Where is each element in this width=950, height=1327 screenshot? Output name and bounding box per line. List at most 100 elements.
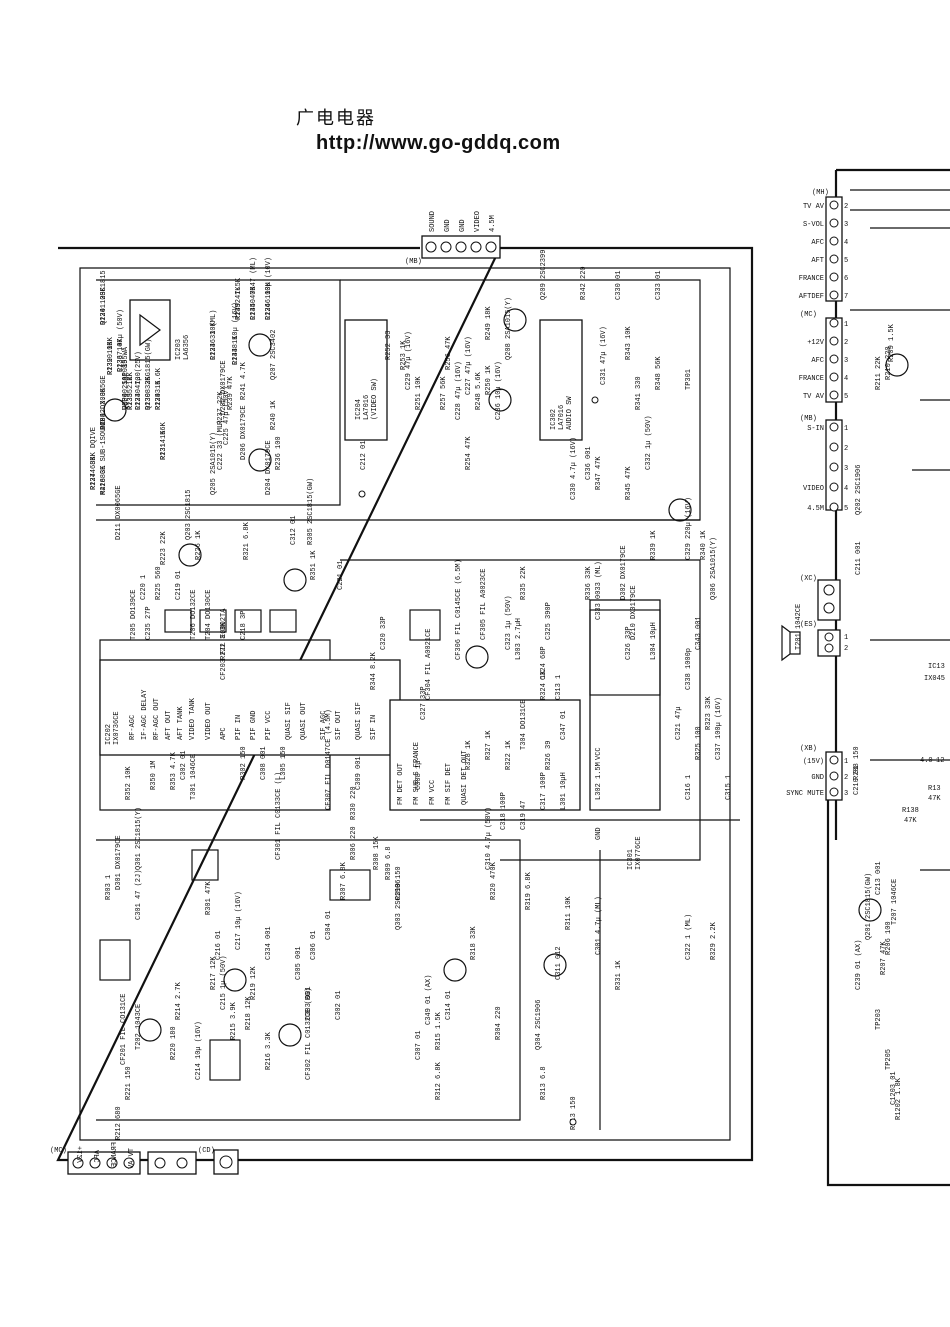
- component-label: R344 8.2K: [370, 651, 378, 690]
- ic-ic302: IC302 LA7016 AUDIO SW: [539, 319, 583, 441]
- component-label: R307 6.8K: [340, 861, 348, 900]
- component-label: R324 1K: [540, 670, 548, 700]
- component-label: R1314 56K: [160, 421, 168, 460]
- transformers: [99, 609, 661, 1081]
- connector-pin[interactable]: [829, 336, 839, 346]
- connector-pin[interactable]: [829, 442, 839, 452]
- component-label: C333 0033 (ML): [595, 561, 603, 620]
- ic202-pin-label: RF-AGC OUT: [153, 698, 161, 740]
- component-label: C326 33P: [625, 626, 633, 660]
- component-label: C313 1: [555, 675, 563, 700]
- connector-pin-label: 4.5M: [807, 505, 824, 513]
- connector-pin-label: S-VOL: [803, 221, 824, 229]
- component-label: R325 100: [695, 726, 703, 760]
- connector-pin-label: AFTDEF: [799, 293, 824, 301]
- connector-pin-number: 2: [844, 445, 848, 453]
- component-label: R241 4.7K: [240, 361, 248, 400]
- mb-top-connector[interactable]: (MB) SOUND GND GND VIDEO 4.5M: [405, 211, 501, 266]
- connector-pin[interactable]: [829, 462, 839, 472]
- component-label: L303 2.7µH: [515, 618, 523, 660]
- ic202-pin-label: SIF IN: [370, 715, 378, 740]
- component-label: C318 100P: [500, 792, 508, 830]
- connector-pin[interactable]: [829, 354, 839, 364]
- component-label: C336 001: [585, 446, 593, 480]
- component-label: Q301 2SC1815(Y): [135, 807, 143, 870]
- component-label: R254 47K: [465, 436, 473, 470]
- connector-pin-number: 4: [844, 485, 848, 493]
- component-label: R335 22K: [520, 566, 528, 600]
- component-label: D209 DX0065GE: [100, 375, 108, 430]
- component-label: C214 10µ (16V): [195, 1021, 203, 1080]
- component-label: R341 330: [635, 376, 643, 410]
- component-label: L304 10µH: [650, 622, 658, 660]
- component-label: R330 220: [350, 786, 358, 820]
- connector-pin-label: SYNC MUTE: [786, 790, 824, 798]
- mc-bottom-connector[interactable]: (MC) +12V AFC FRANCE TV AV: [50, 1142, 141, 1175]
- component-label: R237 22K: [217, 391, 225, 425]
- component-label: T204 DO130CE: [205, 590, 213, 640]
- component-label: R1343 5.6K: [155, 367, 163, 410]
- component-label: R331 1K: [615, 960, 623, 990]
- component-label: Q202 2SC1906: [855, 465, 863, 515]
- connector-pin[interactable]: [829, 318, 839, 328]
- connector-pin[interactable]: [829, 254, 839, 264]
- connector-pin[interactable]: [829, 200, 839, 210]
- component-label: C224 33 (ML): [210, 310, 218, 360]
- connector-pin[interactable]: [829, 236, 839, 246]
- component-label: CF305 FIL A0023CE: [480, 569, 488, 640]
- component-label: C329 220µ (16V): [685, 497, 693, 560]
- component-label: R218 12K: [245, 996, 253, 1030]
- component-label: Q1201 2SC1815: [100, 270, 108, 325]
- component-label: CF307 FIL D0147CE (4.5M): [325, 709, 333, 810]
- component-label: C323 1µ (50V): [505, 595, 513, 650]
- right-label: IC13: [928, 663, 945, 671]
- ic-ic203: IC203 LA6356: [129, 299, 191, 361]
- component-label: R249 18K: [485, 306, 493, 340]
- connector-pin[interactable]: [829, 372, 839, 382]
- component-label: C307 01: [415, 1031, 423, 1060]
- component-label: C218 3P: [240, 611, 248, 640]
- component-label: C343 001: [695, 616, 703, 650]
- connector-pin[interactable]: [829, 218, 839, 228]
- component-label: R210 220: [885, 346, 893, 380]
- component-label: C210 01: [853, 766, 861, 795]
- es-connector[interactable]: (ES) 1 2: [781, 621, 848, 662]
- right-panel-labels: 4.0 12 IC13 IX045 R13 47K R138 47K: [902, 663, 945, 825]
- component-label: Q208 2SA1015(Y): [505, 297, 513, 360]
- component-label: R235 2.2K: [127, 371, 135, 410]
- component-label: R228 3K: [100, 465, 108, 495]
- component-label: C217 10µ (16V): [235, 891, 243, 950]
- component-label: R340 1K: [700, 530, 708, 560]
- component-label: R227 68K: [90, 456, 98, 490]
- connector-pin[interactable]: [829, 422, 839, 432]
- connector-pin[interactable]: [829, 272, 839, 282]
- component-label: C333 01: [655, 271, 663, 300]
- header-url[interactable]: http://www.go-gddq.com: [316, 132, 561, 154]
- component-label: R320 470K: [490, 861, 498, 900]
- component-label: R219 12K: [250, 966, 258, 1000]
- component-label: Q303 2SC1906: [395, 880, 403, 930]
- connector-pin[interactable]: [829, 771, 839, 781]
- connector-pin[interactable]: [829, 482, 839, 492]
- xc-connector[interactable]: (XC): [800, 575, 841, 621]
- component-label: C228 47µ (16V): [455, 361, 463, 420]
- component-label: R232 100K: [107, 336, 115, 375]
- connector-pin[interactable]: [829, 755, 839, 765]
- connector-pin[interactable]: [829, 502, 839, 512]
- component-label: C320 33P: [380, 616, 388, 650]
- component-label: R303 1: [105, 875, 113, 900]
- cd-bottom-connector[interactable]: (CD): [147, 1147, 239, 1175]
- component-label: C337 100µ (16V): [715, 697, 723, 760]
- connector-pin[interactable]: [829, 290, 839, 300]
- component-label: C226 100µ (10V): [265, 257, 273, 320]
- connector-pin[interactable]: [829, 787, 839, 797]
- connector-pin[interactable]: [829, 390, 839, 400]
- ic302-part: LA7016: [558, 405, 566, 430]
- ic301-label: GND: [595, 827, 603, 840]
- component-label: C311 012: [555, 946, 563, 980]
- ic301-part: IX0776CE: [635, 836, 643, 870]
